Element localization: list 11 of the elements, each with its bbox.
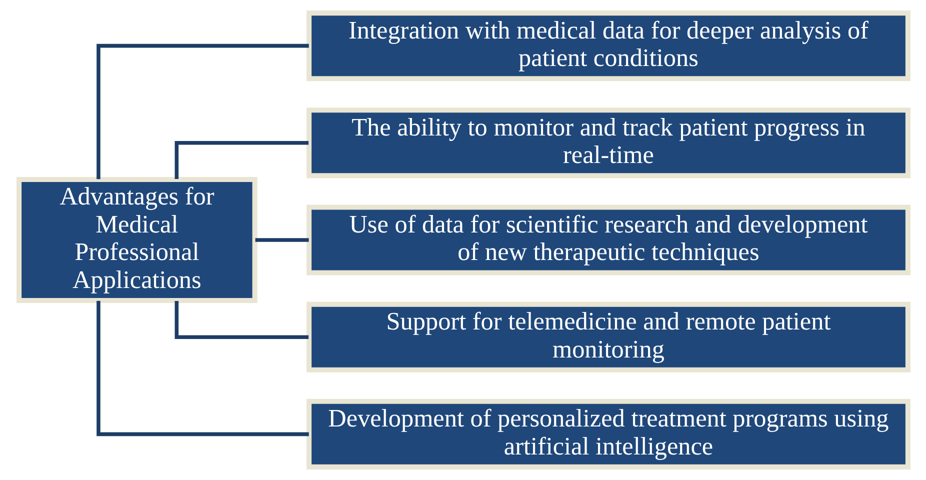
node-box: Advantages for Medical Professional Applications	[16, 176, 257, 304]
connector	[254, 238, 308, 242]
node-box: Support for telemedicine and remote patient monitoring	[306, 302, 910, 372]
node-box: Development of personalized treatment programs using artificial intelligence	[306, 398, 910, 470]
connector	[96, 44, 308, 180]
node-box: Integration with medical data for deeper analysis of patient conditions	[306, 10, 910, 82]
connector	[174, 300, 308, 339]
node-box: Use of data for scientific research and development of new therapeutic techniques	[306, 204, 910, 276]
connector	[174, 141, 308, 180]
connector	[96, 300, 308, 436]
node-box: The ability to monitor and track patient progress in real-time	[306, 108, 910, 178]
